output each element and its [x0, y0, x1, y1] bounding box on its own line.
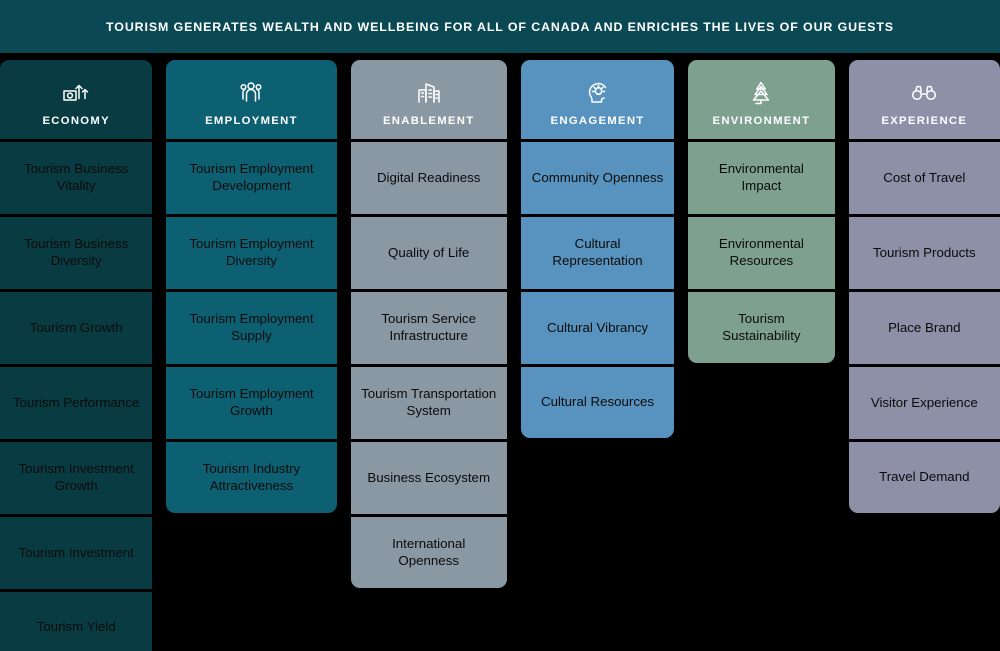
- pillar-cell[interactable]: Tourism Sustainability: [688, 292, 835, 363]
- pine-tree-icon: [745, 77, 777, 109]
- pillar-cell-label: Travel Demand: [879, 469, 970, 485]
- pillar-cell-label: Cultural Resources: [540, 394, 655, 410]
- pillar-cell[interactable]: Tourism Service Infrastructure: [350, 292, 507, 364]
- pillar-cell[interactable]: Tourism Industry Attractiveness: [166, 442, 337, 513]
- pillar-cell-label: Environmental Resources: [718, 236, 804, 268]
- pillar-cell[interactable]: Cost of Travel: [848, 142, 1000, 214]
- pillar-title-experience: EXPERIENCE: [881, 114, 968, 127]
- pillar-cell[interactable]: Tourism Transportation System: [350, 367, 507, 439]
- pillar-title-engagement: ENGAGEMENT: [550, 114, 645, 127]
- pillar-cell-label: International Openness: [392, 535, 466, 568]
- pillar-cell[interactable]: International Openness: [350, 517, 507, 588]
- pillar-cell[interactable]: Tourism Employment Supply: [166, 292, 337, 364]
- pillar-cell[interactable]: Tourism Employment Growth: [166, 367, 337, 439]
- money-growth-icon: [60, 77, 92, 109]
- pillar-cell-label: Cost of Travel: [883, 169, 966, 185]
- pillar-cell[interactable]: Tourism Yield: [0, 592, 153, 651]
- pillar-cell[interactable]: Quality of Life: [350, 217, 507, 289]
- pillar-cell-label: Place Brand: [888, 319, 961, 335]
- pillar-title-employment: EMPLOYMENT: [205, 114, 298, 127]
- pillar-cell-label: Tourism Investment: [18, 544, 134, 560]
- pillar-cell-label: Tourism Service Infrastructure: [381, 311, 476, 343]
- pillar-title-enablement: ENABLEMENT: [382, 114, 475, 127]
- pillar-cell-label: Digital Readiness: [376, 169, 481, 185]
- pillar-cell-label: Visitor Experience: [870, 394, 978, 410]
- pillar-cell[interactable]: Cultural Resources: [520, 367, 675, 438]
- pillar-cell[interactable]: Tourism Products: [848, 217, 1000, 289]
- pillar-cell-label: Cultural Vibrancy: [547, 319, 649, 335]
- pillar-cell-label: Cultural Representation: [552, 236, 643, 268]
- pillar-cell[interactable]: Environmental Impact: [688, 142, 835, 214]
- pillar-cell[interactable]: Tourism Employment Development: [166, 142, 337, 214]
- pillar-cell[interactable]: Community Openness: [520, 142, 675, 214]
- pillar-cell-label: Quality of Life: [388, 244, 470, 260]
- pillar-cell-label: Tourism Employment Diversity: [189, 236, 314, 268]
- pillar-cell[interactable]: Cultural Representation: [520, 217, 675, 289]
- pillar-cell[interactable]: Tourism Employment Diversity: [166, 217, 337, 289]
- pillar-header-enablement[interactable]: ENABLEMENT: [350, 60, 507, 139]
- pillar-header-environment[interactable]: ENVIRONMENT: [688, 60, 835, 139]
- pillar-cell-label: Business Ecosystem: [367, 469, 491, 485]
- banner-text: TOURISM GENERATES WEALTH AND WELLBEING F…: [106, 19, 894, 34]
- pillar-cell-label: Tourism Business Diversity: [24, 236, 129, 268]
- pillar-cell[interactable]: Tourism Investment Growth: [0, 442, 153, 514]
- pillar-cell-label: Tourism Sustainability: [722, 310, 801, 343]
- pillar-header-economy[interactable]: ECONOMY: [0, 60, 153, 139]
- pillar-cell-label: Tourism Investment Growth: [18, 461, 134, 493]
- binoculars-icon: [908, 77, 940, 109]
- pillar-cell[interactable]: Travel Demand: [848, 442, 1000, 513]
- banner: TOURISM GENERATES WEALTH AND WELLBEING F…: [0, 0, 1000, 53]
- pillar-cell-label: Community Openness: [531, 169, 664, 185]
- pillar-cell-label: Tourism Business Vitality: [24, 161, 129, 193]
- pillar-cell-label: Tourism Industry Attractiveness: [202, 460, 301, 493]
- pillar-cell-label: Tourism Growth: [29, 319, 123, 335]
- people-group-icon: [235, 77, 267, 109]
- pillar-title-economy: ECONOMY: [42, 114, 110, 127]
- pillar-cell[interactable]: Tourism Investment: [0, 517, 153, 589]
- pillar-cell[interactable]: Digital Readiness: [350, 142, 507, 214]
- head-lightbulb-icon: [582, 77, 614, 109]
- pillar-cell[interactable]: Environmental Resources: [688, 217, 835, 289]
- pillar-title-environment: ENVIRONMENT: [712, 114, 811, 127]
- pillar-cell[interactable]: Tourism Business Diversity: [0, 217, 153, 289]
- pillar-cell[interactable]: Business Ecosystem: [350, 442, 507, 514]
- pillar-cell-label: Tourism Employment Supply: [189, 311, 314, 343]
- pillar-column-employment: EMPLOYMENT Tourism Employment Development…: [166, 60, 337, 513]
- pillar-cell[interactable]: Tourism Growth: [0, 292, 153, 364]
- pillar-cell-label: Tourism Products: [872, 244, 976, 260]
- pillar-cell[interactable]: Visitor Experience: [848, 367, 1000, 439]
- pillar-cell-label: Tourism Employment Growth: [189, 386, 314, 418]
- pillar-cell-label: Environmental Impact: [718, 161, 804, 193]
- pillar-cell-label: Tourism Employment Development: [189, 161, 314, 193]
- pillar-cell[interactable]: Tourism Business Vitality: [0, 142, 153, 214]
- pillar-cell[interactable]: Cultural Vibrancy: [520, 292, 675, 364]
- pillar-header-experience[interactable]: EXPERIENCE: [848, 60, 1000, 139]
- pillar-cell[interactable]: Place Brand: [848, 292, 1000, 364]
- pillar-cell[interactable]: Tourism Performance: [0, 367, 153, 439]
- pillar-header-engagement[interactable]: ENGAGEMENT: [520, 60, 675, 139]
- pillar-header-employment[interactable]: EMPLOYMENT: [166, 60, 337, 139]
- pillar-cell-label: Tourism Performance: [13, 394, 140, 410]
- pillar-cell-label: Tourism Transportation System: [361, 386, 497, 418]
- buildings-icon: [413, 77, 445, 109]
- pillar-cell-label: Tourism Yield: [36, 619, 116, 635]
